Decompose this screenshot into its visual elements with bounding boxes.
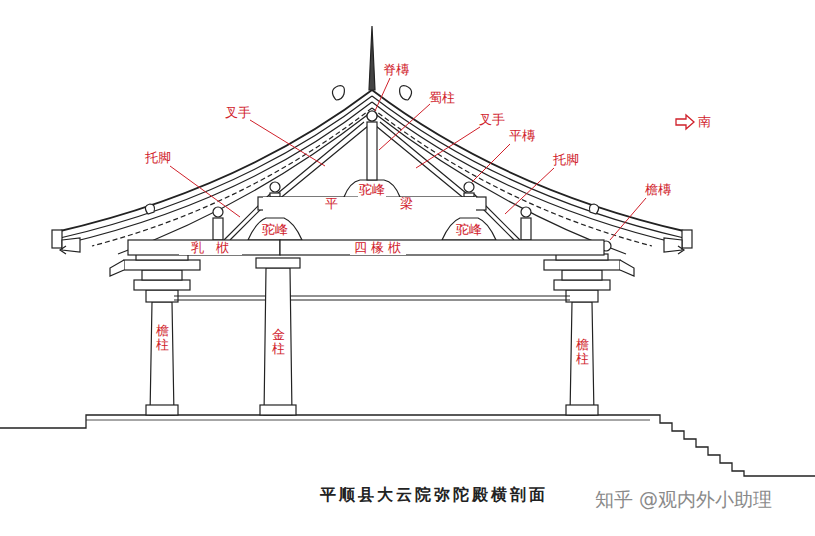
part-label: 金柱 [271, 328, 286, 357]
part-label: 乳栿 [179, 241, 242, 255]
central-members [128, 26, 604, 415]
caption: 平顺县大云院弥陀殿横剖面 [320, 485, 548, 506]
platform [0, 415, 815, 476]
part-label: 蜀柱 [429, 91, 455, 105]
part-label: 驼峰 [455, 223, 483, 237]
part-label: 驼峰 [358, 183, 386, 197]
part-label: 檐柱 [575, 338, 590, 367]
part-label: 驼峰 [261, 223, 289, 237]
part-label: 平梁 [263, 197, 476, 211]
part-label: 平槫 [509, 129, 535, 143]
south-arrow [676, 115, 694, 129]
leader-lines [170, 78, 646, 240]
part-label: 脊槫 [383, 63, 409, 77]
part-label: 托脚 [145, 151, 171, 165]
part-label: 叉手 [225, 106, 251, 120]
part-label: 叉手 [479, 113, 505, 127]
part-label: 檐柱 [155, 324, 170, 353]
watermark: 知乎 @观内外小助理 [595, 487, 772, 513]
part-label: 檐槫 [645, 183, 671, 197]
part-label: 托脚 [553, 153, 579, 167]
part-label: 四椽栿 [350, 241, 406, 255]
direction-label: 南 [698, 115, 711, 129]
